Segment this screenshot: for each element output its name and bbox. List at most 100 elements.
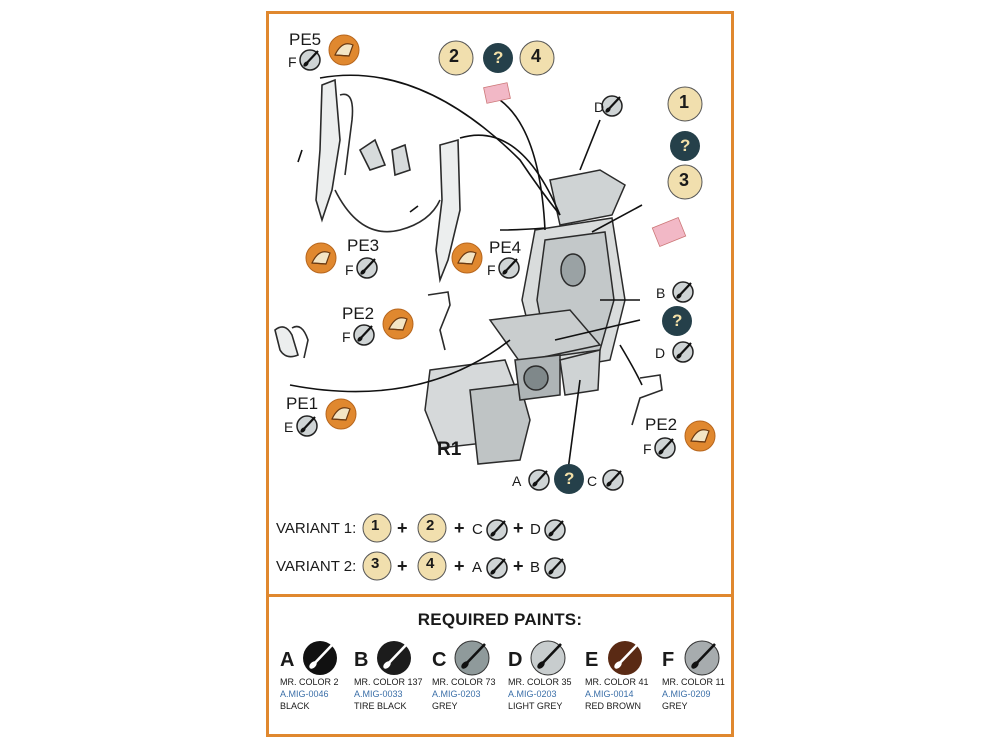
variant-2-label: VARIANT 2:	[276, 558, 357, 575]
paint-letter: F	[662, 649, 675, 671]
stencil-right-1: 1	[679, 92, 690, 112]
paint-brush-icon	[454, 640, 490, 676]
paint-brush-icon	[530, 640, 566, 676]
color-name: RED BROWN	[585, 701, 641, 711]
mid-question-mark: ?	[672, 311, 683, 330]
paint-letter: B	[354, 649, 369, 671]
stencil-top-3: 4	[531, 46, 542, 66]
pe1-badge-icon	[325, 398, 357, 430]
pe4-label: PE4	[489, 238, 522, 257]
pe1-paint-ref: E	[284, 419, 294, 435]
variant-2-stencil-a: 3	[371, 555, 380, 572]
paint-brush-icon	[608, 641, 642, 675]
paint-brush-icon	[352, 323, 376, 347]
pe5-paint-ref: F	[288, 54, 297, 70]
variant-1-paint-b: D	[530, 521, 541, 538]
mig-code: A.MIG-0203	[432, 689, 481, 699]
pe2-left-paint-ref: F	[342, 329, 351, 345]
pe3-badge-icon	[305, 242, 337, 274]
stencil-right-2: ?	[680, 136, 691, 155]
pe2-right-label: PE2	[645, 415, 678, 434]
r1-part-label: R1	[437, 439, 462, 460]
pe5-badge-icon	[328, 34, 360, 66]
instruction-frame	[266, 11, 734, 737]
section-divider	[266, 594, 734, 597]
mr-color-code: MR. COLOR 137	[354, 677, 423, 687]
stencil-badges-top	[438, 40, 555, 76]
pe2-left-label: PE2	[342, 304, 375, 323]
paint-brush-icon	[295, 414, 319, 438]
mr-color-code: MR. COLOR 35	[508, 677, 572, 687]
pe3-paint-ref: F	[345, 262, 354, 278]
bottom-paint-ref-c: C	[587, 473, 598, 489]
bottom-paint-ref-a: A	[512, 473, 522, 489]
mr-color-code: MR. COLOR 2	[280, 677, 339, 687]
harness-drawings	[274, 78, 663, 426]
variant-badges	[362, 513, 567, 581]
mig-code: A.MIG-0014	[585, 689, 634, 699]
pe5-label: PE5	[289, 30, 322, 49]
color-name: GREY	[432, 701, 458, 711]
mr-color-code: MR. COLOR 11	[662, 677, 725, 687]
color-name: GREY	[662, 701, 688, 711]
variant-1-paint-a: C	[472, 521, 483, 538]
pe2-left-badge-icon	[382, 308, 414, 340]
top-paint-ref: D	[594, 99, 605, 115]
variant-2-stencil-b: 4	[426, 555, 435, 572]
plus-sign: +	[454, 556, 465, 576]
variant-1-stencil-b: 2	[426, 517, 435, 534]
paint-brush-icon	[653, 436, 677, 460]
paint-letter: C	[432, 649, 447, 671]
plus-sign: +	[397, 518, 408, 538]
stencil-badges-right	[667, 86, 703, 200]
plus-sign: +	[397, 556, 408, 576]
paint-letter: A	[280, 649, 295, 671]
stencil-top-2: ?	[493, 48, 504, 67]
mig-code: A.MIG-0209	[662, 689, 711, 699]
variant-1-label: VARIANT 1:	[276, 520, 357, 537]
paint-brush-icon	[298, 48, 322, 72]
mid-paint-ref-d: D	[655, 345, 666, 361]
pe2-right-badge-icon	[684, 420, 716, 452]
paint-brush-icon	[303, 641, 337, 675]
paint-brush-icon	[600, 94, 624, 118]
required-paints-title: REQUIRED PAINTS:	[417, 610, 583, 629]
pe1-label: PE1	[286, 394, 319, 413]
paint-brush-icon	[527, 468, 551, 492]
stencil-right-3: 3	[679, 170, 690, 190]
paint-brush-icon	[497, 256, 521, 280]
seat-drawing	[424, 169, 626, 465]
color-name: TIRE BLACK	[354, 701, 407, 711]
mig-code: A.MIG-0033	[354, 689, 403, 699]
color-name: LIGHT GREY	[508, 701, 563, 711]
paint-letter: D	[508, 649, 523, 671]
stencil-top-1: 2	[449, 46, 460, 66]
pe3-label: PE3	[347, 236, 380, 255]
variant-2-paint-b: B	[530, 559, 541, 576]
bottom-question-badge	[554, 464, 584, 494]
paint-brush-icon	[671, 340, 695, 364]
pe4-paint-ref: F	[487, 262, 496, 278]
mr-color-code: MR. COLOR 41	[585, 677, 649, 687]
variant-1-stencil-a: 1	[371, 517, 380, 534]
mig-code: A.MIG-0046	[280, 689, 329, 699]
leader-lines	[289, 74, 643, 471]
mid-paint-ref-b: B	[656, 285, 666, 301]
decal-stickers	[483, 82, 687, 248]
paint-brush-icon	[355, 256, 379, 280]
pe4-badge-icon	[451, 242, 483, 274]
variant-2-paint-a: A	[472, 559, 483, 576]
paint-brush-icon	[684, 640, 720, 676]
mr-color-code: MR. COLOR 73	[432, 677, 496, 687]
pe2-right-paint-ref: F	[643, 441, 652, 457]
paint-letter: E	[585, 649, 599, 671]
paint-brush-icon	[671, 280, 695, 304]
mid-question-badge	[662, 306, 692, 336]
bottom-question-mark: ?	[564, 469, 575, 488]
plus-sign: +	[454, 518, 465, 538]
color-name: BLACK	[280, 701, 310, 711]
plus-sign: +	[513, 556, 524, 576]
plus-sign: +	[513, 518, 524, 538]
paint-brush-icon	[601, 468, 625, 492]
